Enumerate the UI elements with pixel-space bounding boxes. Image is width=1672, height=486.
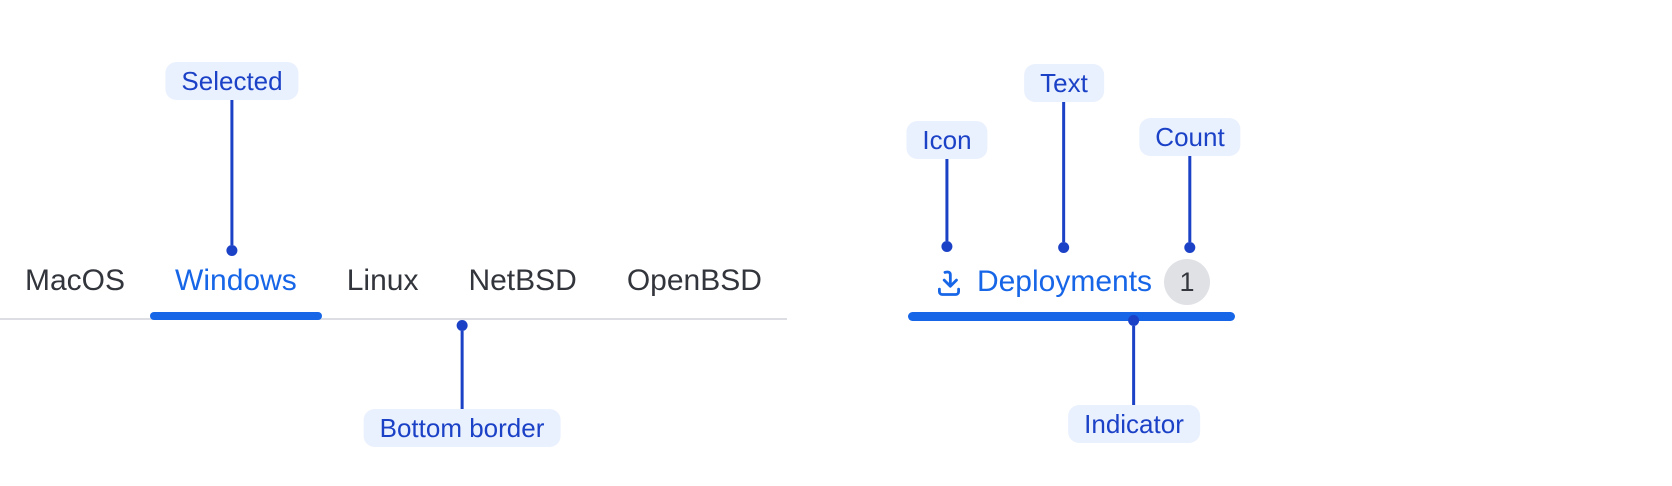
selected-tab-underline <box>150 312 322 320</box>
annotation-bottom-border: Bottom border <box>363 320 561 447</box>
tab-openbsd[interactable]: OpenBSD <box>626 264 762 297</box>
tab-windows[interactable]: Windows <box>150 264 322 320</box>
annotation-label: Selected <box>165 62 299 100</box>
annotation-line <box>230 100 234 245</box>
annotation-dot <box>456 320 468 331</box>
annotation-line <box>945 159 949 241</box>
annotation-line <box>1188 156 1192 242</box>
annotation-dot <box>1058 242 1070 253</box>
tab-netbsd[interactable]: NetBSD <box>468 264 577 297</box>
tab-label: Windows <box>175 264 297 297</box>
tab-bar: MacOS Windows Linux NetBSD OpenBSD <box>0 264 787 320</box>
tab-deployments[interactable]: Deployments 1 <box>908 258 1235 321</box>
annotation-line <box>460 331 464 409</box>
tab-content-row: Deployments 1 <box>908 258 1235 306</box>
annotation-indicator: Indicator <box>1068 315 1200 443</box>
annotation-dot <box>1184 242 1196 253</box>
annotation-label: Indicator <box>1068 405 1200 443</box>
annotation-icon: Icon <box>906 121 988 252</box>
annotation-count: Count <box>1139 118 1241 253</box>
annotation-label: Text <box>1024 64 1104 102</box>
annotation-dot <box>941 241 953 252</box>
annotation-label: Icon <box>906 121 988 159</box>
active-tab-indicator <box>908 312 1235 321</box>
count-badge: 1 <box>1164 259 1211 305</box>
annotation-label: Count <box>1139 118 1241 156</box>
download-icon <box>937 270 960 296</box>
tab-label: Deployments <box>976 265 1153 298</box>
annotation-line <box>1132 326 1136 405</box>
annotation-dot <box>1128 315 1140 326</box>
tab-macos[interactable]: MacOS <box>25 264 126 297</box>
annotation-dot <box>226 245 238 256</box>
annotation-label: Bottom border <box>363 409 561 447</box>
tab-linux[interactable]: Linux <box>346 264 419 297</box>
annotation-text: Text <box>1024 64 1104 253</box>
annotation-selected: Selected <box>165 62 299 256</box>
annotation-line <box>1062 102 1066 242</box>
